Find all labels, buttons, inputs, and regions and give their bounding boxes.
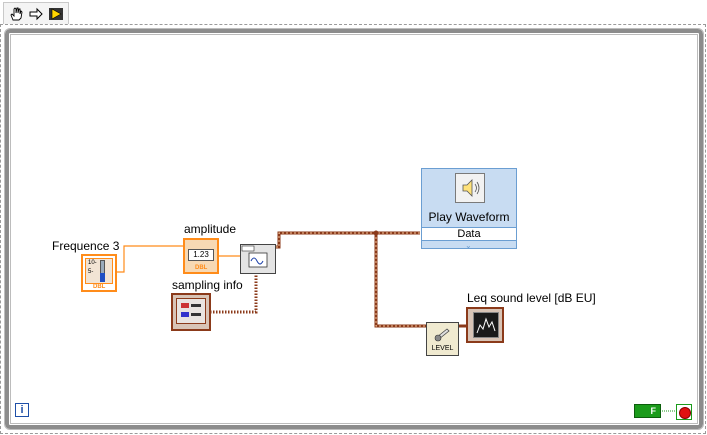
amplitude-type: DBL <box>195 265 208 271</box>
frequence-control[interactable]: 10- 5- DBL <box>81 254 117 292</box>
slide-control-icon: 10- 5- <box>85 258 113 284</box>
level-meter-icon <box>434 328 450 342</box>
numeric-display: 1.23 <box>188 249 214 261</box>
arrow-tool-icon[interactable] <box>28 6 44 22</box>
amplitude-control[interactable]: 1.23 DBL <box>183 238 219 274</box>
sine-wave-icon <box>241 245 268 268</box>
diagram-dashed-border <box>0 24 706 434</box>
wire-waveform-main <box>276 231 420 249</box>
level-caption: LEVEL <box>431 345 454 352</box>
wire-waveform-branch <box>374 233 426 328</box>
sine-waveform-node[interactable] <box>240 244 276 274</box>
run-icon[interactable] <box>48 6 64 22</box>
toolbar <box>3 2 69 24</box>
speaker-icon <box>455 173 485 203</box>
play-waveform-title: Play Waveform <box>428 210 510 224</box>
while-loop-frame[interactable] <box>4 28 704 430</box>
sampling-info-control[interactable] <box>171 293 211 331</box>
wire-sampling-info <box>210 275 258 314</box>
false-constant[interactable]: F <box>634 404 661 418</box>
cluster-icon <box>176 298 206 324</box>
hand-tool-icon[interactable] <box>8 6 24 22</box>
play-waveform-node[interactable]: Play Waveform Data ⌄ <box>421 168 517 250</box>
loop-iteration-terminal[interactable]: i <box>15 403 29 417</box>
expand-chevron-icon[interactable]: ⌄ <box>465 241 472 250</box>
amplitude-label: amplitude <box>184 222 237 236</box>
play-waveform-data-terminal[interactable]: Data <box>422 227 516 241</box>
stop-terminal[interactable] <box>676 404 692 420</box>
level-node[interactable]: LEVEL <box>426 322 459 356</box>
sampling-info-label: sampling info <box>172 278 243 292</box>
leq-label: Leq sound level [dB EU] <box>467 291 596 305</box>
frequence-type: DBL <box>93 284 106 290</box>
graph-icon <box>473 312 499 338</box>
wire-frequence <box>117 245 184 273</box>
frequence-label: Frequence 3 <box>52 239 120 253</box>
leq-indicator[interactable] <box>466 307 504 343</box>
while-loop-inner <box>10 34 698 424</box>
